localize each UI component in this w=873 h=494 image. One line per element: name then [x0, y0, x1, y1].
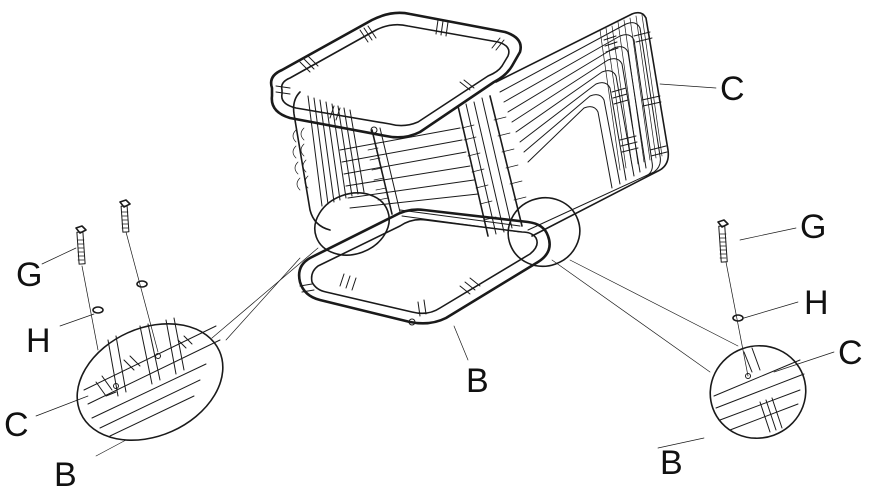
label-c-left-detail: C [4, 406, 29, 444]
right-magnified-view [709, 344, 807, 440]
stacked-center-tubes [339, 95, 527, 237]
left-hardware-detail [75, 199, 224, 442]
bolt-g-left-1 [75, 225, 99, 351]
washer-h-left-2 [136, 280, 148, 288]
label-g-right: G [800, 208, 826, 246]
detail-callout-circles [314, 192, 581, 268]
left-magnified-view [76, 317, 224, 442]
bottom-seat-frame [297, 126, 551, 326]
label-b-right-detail: B [660, 444, 683, 482]
label-c-right-detail: C [838, 334, 863, 372]
label-h-left: H [26, 322, 51, 360]
washer-h-left-1 [92, 306, 104, 314]
right-hardware-detail [709, 219, 807, 440]
stacked-chair-assembly [269, 11, 670, 326]
label-g-left: G [16, 256, 42, 294]
label-b-center: B [466, 362, 489, 400]
leader-lines [35, 83, 835, 457]
label-b-left-detail: B [54, 456, 77, 494]
label-h-right: H [804, 284, 829, 322]
top-seat-frame [269, 11, 522, 139]
bolt-g-right [717, 219, 749, 377]
stacked-legs-left [292, 91, 365, 231]
label-c-top-right: C [720, 70, 745, 108]
washer-h-right [732, 314, 744, 322]
bolt-g-left-2 [119, 199, 159, 353]
stacked-backrests [495, 11, 670, 237]
part-labels: C G H C B B G H C B [4, 70, 863, 494]
